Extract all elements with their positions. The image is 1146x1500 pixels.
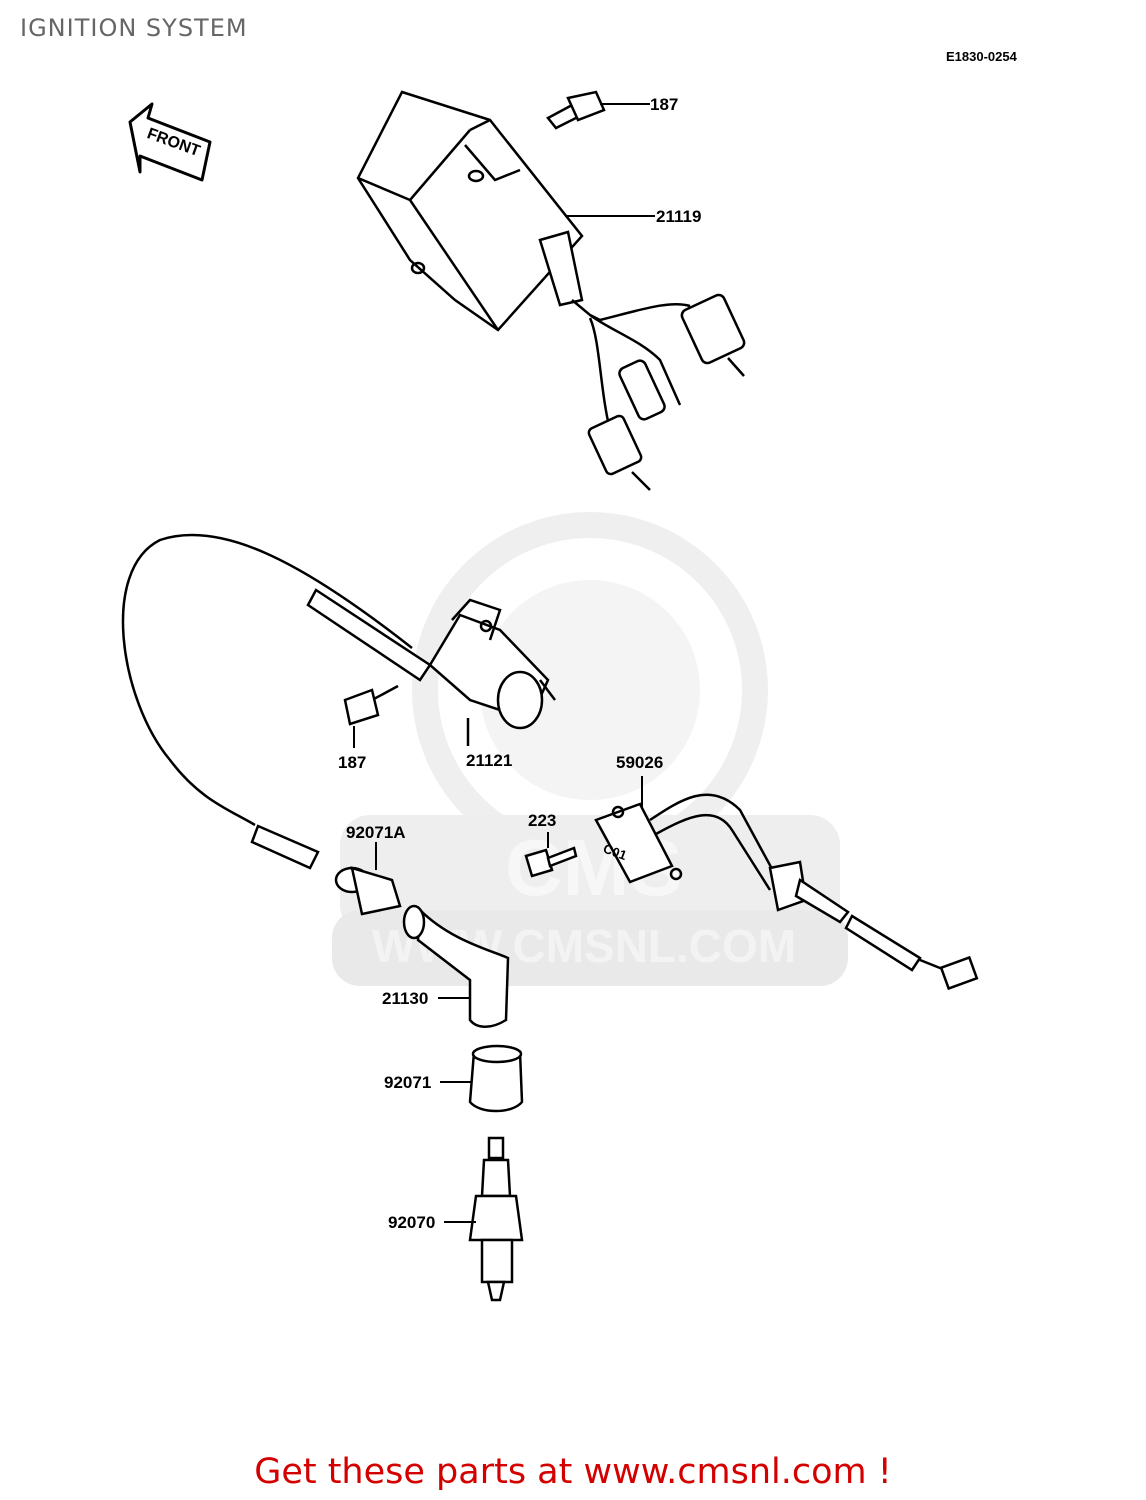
part-label-plug-cap[interactable]: 21130 [382,989,428,1008]
ignition-diagram: CMS WWW.CMSNL.COM FRONT [121,90,979,1302]
part-label-igniter-unit[interactable]: 21119 [656,207,701,226]
leader-lines [353,103,655,1223]
part-label-ignition-coil[interactable]: 21121 [466,751,512,770]
part-label-bolt-top[interactable]: 187 [650,95,678,114]
igniter-unit-drawing [356,90,746,491]
part-label-bolt-coil[interactable]: 187 [338,753,366,772]
plug-cap-drawing [402,904,510,1028]
lead-tube-drawing [250,824,320,870]
spark-plug-drawing [468,1136,524,1302]
part-labels: 187 21119 187 21121 59026 223 92071A 211… [338,95,701,1232]
footer-link[interactable]: Get these parts at www.cmsnl.com ! [254,1452,892,1492]
screw-drawing [524,846,578,878]
part-label-spark-plug[interactable]: 92070 [388,1213,435,1232]
part-label-cap[interactable]: 92071 [384,1073,431,1092]
part-label-pickup-coil[interactable]: 59026 [616,753,663,772]
cap-drawing [468,1044,524,1113]
ignition-coil-drawing [121,533,556,827]
drawing-code: E1830-0254 [946,49,1017,64]
cap-a-drawing [334,866,402,916]
bolt-top-drawing [546,90,606,130]
front-arrow-icon: FRONT [128,102,212,182]
part-label-cap-a[interactable]: 92071A [346,823,406,842]
page-title: IGNITION SYSTEM [20,14,248,42]
part-label-screw[interactable]: 223 [528,811,556,830]
pickup-coil-drawing: C01 [594,793,979,991]
